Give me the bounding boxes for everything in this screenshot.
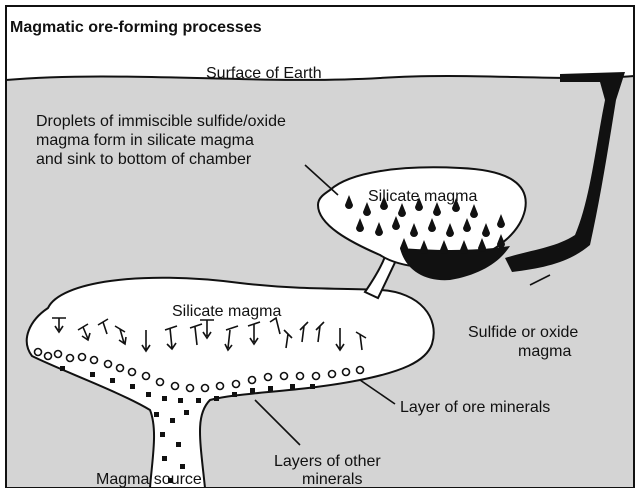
droplets-label-line3: and sink to bottom of chamber	[36, 150, 251, 169]
droplets-label-line1: Droplets of immiscible sulfide/oxide	[36, 112, 286, 131]
other-minerals-label-line1: Layers of other	[274, 452, 381, 471]
droplets-label-line2: magma form in silicate magma	[36, 131, 254, 150]
sulfide-label-line1: Sulfide or oxide	[468, 323, 578, 342]
surface-label: Surface of Earth	[206, 64, 322, 83]
diagram-title: Magmatic ore-forming processes	[10, 19, 262, 37]
magma-source-label: Magma source	[96, 470, 202, 489]
upper-chamber-label: Silicate magma	[368, 187, 477, 206]
lower-chamber-label: Silicate magma	[172, 302, 281, 321]
ore-layer-label: Layer of ore minerals	[400, 398, 550, 417]
other-minerals-label-line2: minerals	[302, 470, 362, 489]
sulfide-label-line2: magma	[518, 342, 571, 361]
